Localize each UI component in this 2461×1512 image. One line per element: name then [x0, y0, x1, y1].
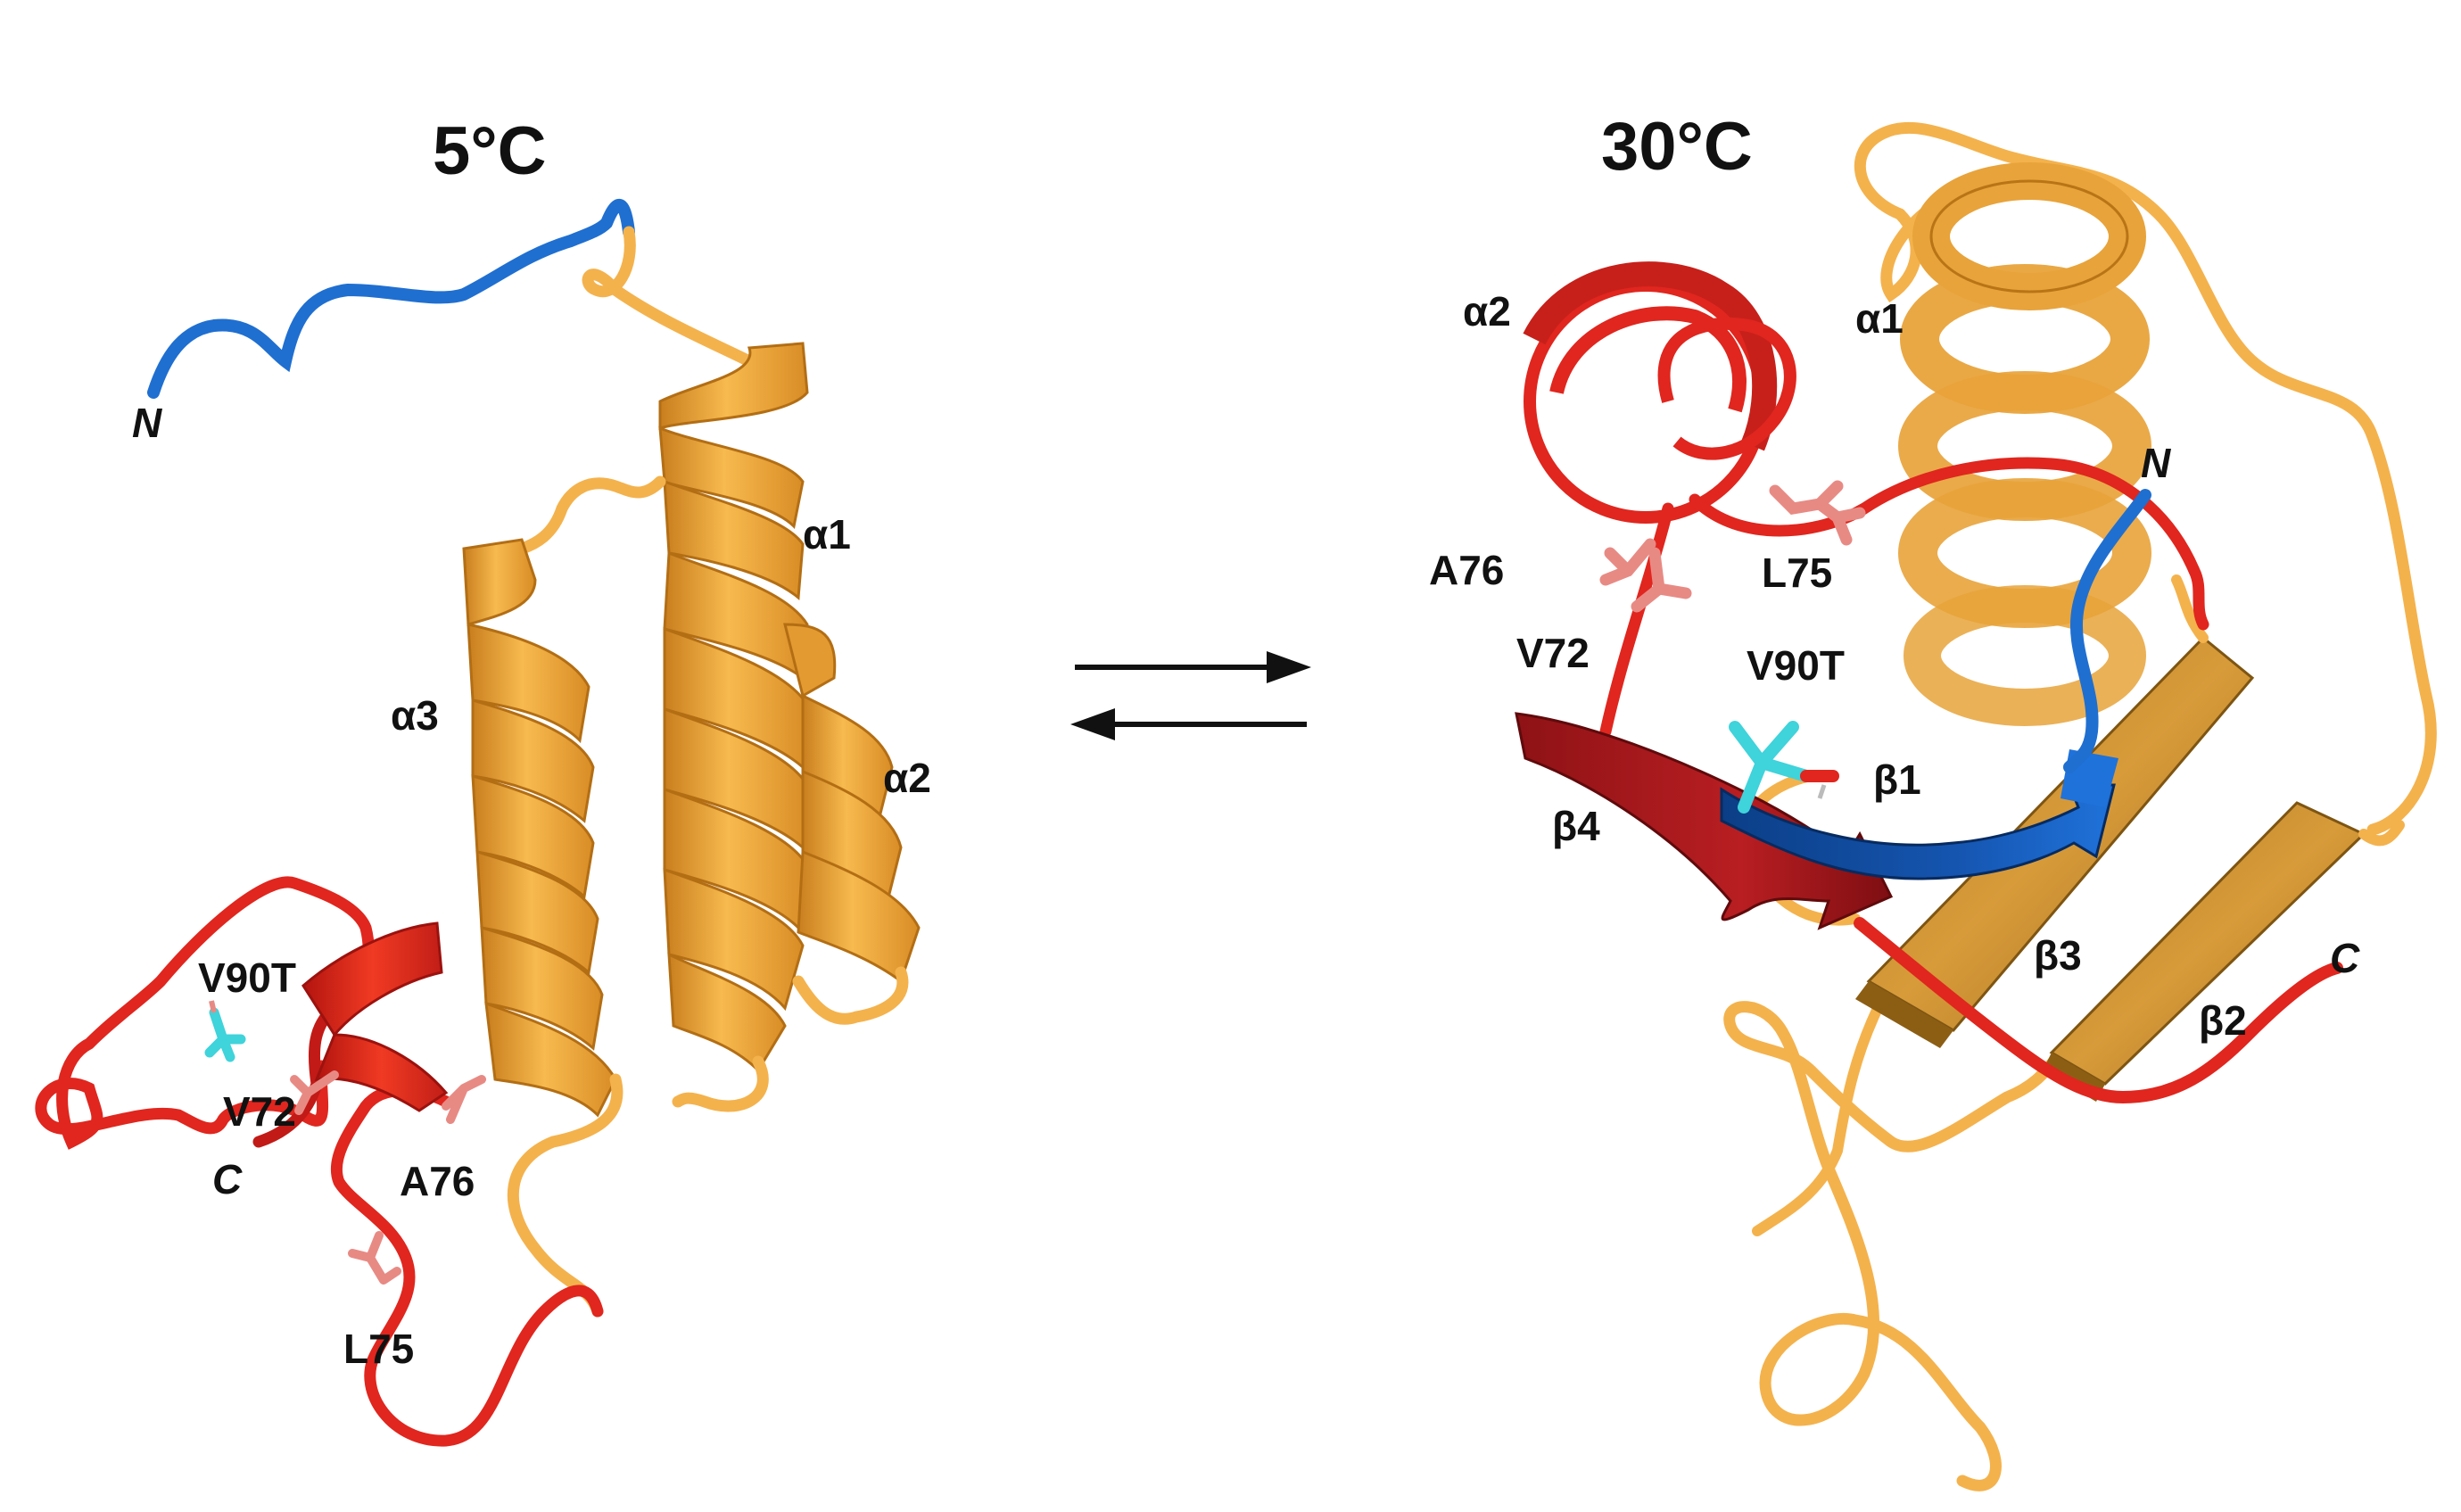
outer-loop-bottom	[1723, 1001, 2085, 1491]
linker-loop	[582, 226, 756, 368]
red-left-loop	[35, 876, 375, 1150]
red-loop-down-30c	[1599, 502, 1674, 738]
alpha3-label-5c: α3	[391, 692, 439, 739]
panel-30c: 30°C	[1429, 109, 2437, 1491]
panel-title-5c: 5°C	[433, 113, 547, 189]
residue-v90t-label-5c: V90T	[198, 954, 296, 1001]
red-c-loop-30c	[1854, 917, 2343, 1104]
alpha1-label-5c: α1	[803, 511, 851, 558]
n-terminus-label-5c: N	[132, 400, 162, 446]
outer-loop-lower-left	[1752, 994, 1887, 1236]
panel-5c: 5°C	[35, 113, 931, 1447]
helix-alpha2	[783, 623, 921, 984]
helix-alpha2-30c	[1523, 261, 1796, 524]
residue-v72-label-5c: V72	[223, 1088, 296, 1135]
residue-l75-stick	[348, 1231, 401, 1285]
alpha3-c-loop	[507, 1073, 624, 1318]
equilibrium-arrows	[1070, 651, 1311, 740]
alpha1-end-loop	[672, 1055, 769, 1112]
alpha1-alpha3-loop	[516, 475, 666, 555]
residue-a76-stick	[442, 1075, 486, 1124]
red-loop-30c	[1689, 457, 2209, 631]
beta2-top-loop	[2358, 820, 2405, 847]
c-terminus-label-30c: C	[2330, 935, 2360, 981]
beta3-top-loop	[2171, 574, 2209, 643]
residue-a76-label-5c: A76	[400, 1158, 475, 1204]
red-helix	[301, 921, 449, 1112]
n-terminal-loop	[147, 198, 635, 399]
residue-v90t-stick-30c	[1729, 721, 1839, 814]
helix-alpha1-30c	[1898, 162, 2151, 726]
residue-v72-stick-30c	[1631, 547, 1692, 613]
residue-v72-stick	[290, 1070, 339, 1115]
beta3-label-30c: β3	[2034, 932, 2082, 979]
beta1-label-30c: β1	[1873, 756, 1921, 803]
residue-v90t-label-30c: V90T	[1747, 642, 1845, 689]
n-terminus-label-30c: N	[2141, 440, 2171, 486]
c-terminus-label-5c: C	[212, 1156, 243, 1202]
alpha2-label-30c: α2	[1463, 288, 1511, 335]
residue-l75-label-5c: L75	[343, 1326, 414, 1372]
alpha1-label-30c: α1	[1855, 295, 1904, 342]
residue-l75-label-30c: L75	[1762, 549, 1832, 596]
beta2-label-30c: β2	[2199, 997, 2247, 1044]
residue-a76-stick-30c	[1599, 538, 1656, 586]
beta4-label-30c: β4	[1552, 803, 1600, 849]
outer-loop-top	[1854, 121, 2437, 836]
residue-l75-stick-30c	[1769, 480, 1866, 546]
n-terminal-tail-30c	[2063, 489, 2151, 773]
strand-beta4	[1515, 712, 1894, 930]
alpha2-loop	[792, 966, 909, 1025]
helix-alpha1	[658, 342, 809, 1073]
alpha2-label-5c: α2	[883, 755, 931, 801]
residue-v90t-stick	[204, 1000, 246, 1062]
helix-alpha3	[462, 538, 617, 1118]
red-loop	[330, 1085, 604, 1447]
residue-a76-label-30c: A76	[1429, 547, 1504, 593]
residue-v72-label-30c: V72	[1516, 630, 1590, 676]
panel-title-30c: 30°C	[1601, 109, 1753, 185]
